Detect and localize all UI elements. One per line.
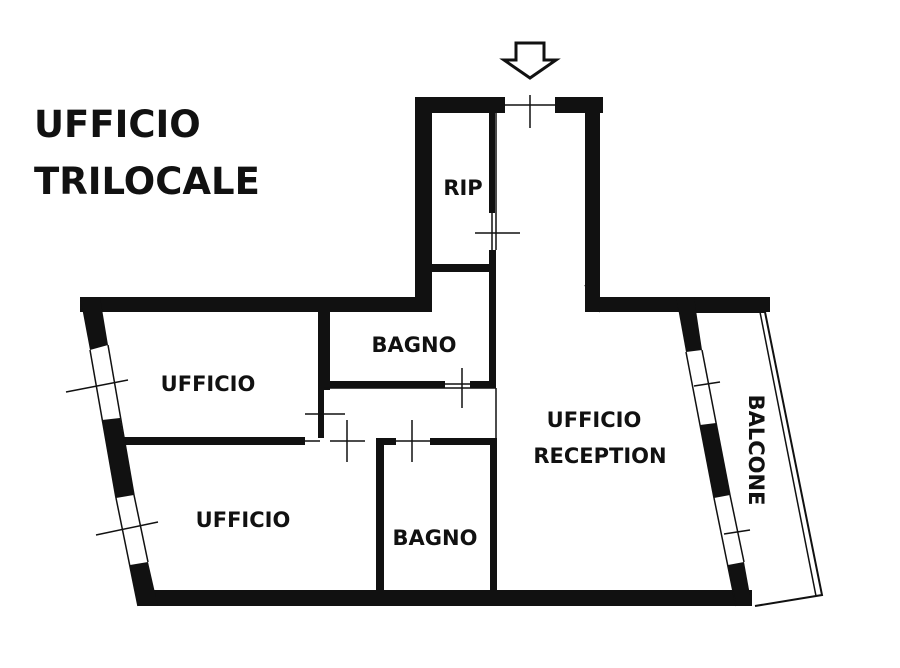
entrance-arrow-icon xyxy=(499,41,561,80)
room-label-reception-1: UFFICIO xyxy=(547,408,642,432)
room-label-rip: RIP xyxy=(443,176,482,200)
room-label-reception-2: RECEPTION xyxy=(533,444,666,468)
walls xyxy=(80,97,770,606)
title-line-1: UFFICIO xyxy=(34,103,201,146)
title-line-2: TRILOCALE xyxy=(34,160,260,203)
room-label-balcone: BALCONE xyxy=(744,395,768,506)
room-label-bagno-top: BAGNO xyxy=(372,333,457,357)
thin-lines xyxy=(65,95,824,607)
room-label-bagno-bottom: BAGNO xyxy=(393,526,478,550)
room-label-ufficio-top: UFFICIO xyxy=(161,372,256,396)
room-label-ufficio-bottom: UFFICIO xyxy=(196,508,291,532)
